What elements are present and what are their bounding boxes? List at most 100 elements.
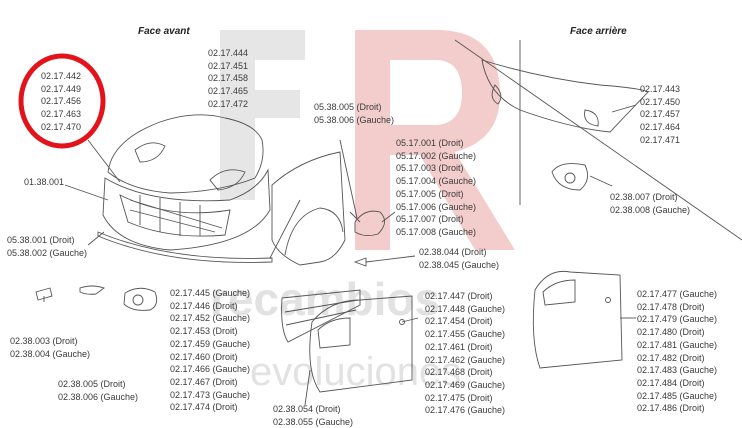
rear-bumper xyxy=(481,59,649,133)
front-door-trim xyxy=(281,289,361,343)
part-number: 02.17.480 (Droit) xyxy=(637,327,705,338)
part-number: 02.17.469 (Gauche) xyxy=(425,379,506,390)
part-number: 05.17.002 (Gauche) xyxy=(396,150,477,161)
part-number: 02.17.475 (Droit) xyxy=(425,392,493,403)
part-number: 02.17.485 (Gauche) xyxy=(637,390,718,401)
part-number: 02.17.470 xyxy=(41,121,82,132)
label-group-fender: 02.17.445 (Gauche) 02.17.446 (Droit) 02.17… xyxy=(170,287,250,414)
watermark-text-2: evoluciones xyxy=(250,350,462,394)
part-number: 02.17.458 xyxy=(208,73,249,84)
label-group-rear-door: 02.17.477 (Gauche) 02.17.478 (Droit) 02.17… xyxy=(637,288,717,415)
label-group-mirror: 05.17.001 (Droit) 05.17.002 (Gauche) 05.17… xyxy=(396,137,476,239)
part-number: 02.17.463 xyxy=(41,109,82,120)
front-bumper xyxy=(102,168,271,251)
part-number: 05.38.002 (Gauche) xyxy=(7,247,88,258)
part-number: 02.38.008 (Gauche) xyxy=(610,204,691,215)
front-door xyxy=(309,295,413,393)
part-number: 05.38.006 (Gauche) xyxy=(314,114,395,125)
part-number: 05.17.004 (Gauche) xyxy=(396,176,477,187)
label-group-door-trim: 02.38.054 (Droit) 02.38.055 (Gauche) xyxy=(273,403,353,428)
part-number: 01.38.001 xyxy=(24,177,65,187)
part-number: 02.17.448 (Gauche) xyxy=(425,303,506,314)
fog-lamp-1 xyxy=(35,287,53,301)
part-number: 05.38.001 (Droit) xyxy=(7,235,75,245)
fender-part xyxy=(271,151,346,266)
mirror-part xyxy=(354,210,385,237)
part-number: 02.38.003 (Droit) xyxy=(10,336,78,346)
part-number: 02.17.476 (Gauche) xyxy=(425,405,506,416)
part-number: 02.17.472 xyxy=(208,98,249,109)
part-number: 02.38.055 (Gauche) xyxy=(273,416,354,427)
part-number: 05.17.005 (Droit) xyxy=(396,188,464,199)
part-number: 02.17.450 xyxy=(640,96,681,107)
fog-lamp-2 xyxy=(79,285,105,295)
part-number: 02.17.451 xyxy=(208,60,249,71)
part-number: 02.17.442 xyxy=(41,71,82,81)
part-number: 02.17.467 (Droit) xyxy=(170,376,238,387)
part-number: 02.17.453 (Droit) xyxy=(170,326,238,337)
part-number: 02.38.045 (Gauche) xyxy=(419,259,500,270)
label-group-rear-lamp: 02.38.007 (Droit) 02.38.008 (Gauche) xyxy=(610,191,690,216)
part-number: 05.17.008 (Gauche) xyxy=(396,226,477,237)
part-number: 02.17.459 (Gauche) xyxy=(170,338,251,349)
part-number: 02.17.454 (Droit) xyxy=(425,316,493,327)
part-number: 02.17.466 (Gauche) xyxy=(170,364,251,375)
part-number: 05.38.005 (Droit) xyxy=(314,102,382,112)
part-number: 02.17.479 (Gauche) xyxy=(637,314,718,325)
part-number: 02.17.482 (Droit) xyxy=(637,352,705,363)
part-number: 02.38.005 (Droit) xyxy=(58,379,126,389)
label-group-front-door: 02.17.447 (Droit) 02.17.448 (Gauche) 02.17… xyxy=(425,290,505,417)
bumper-strip xyxy=(97,231,273,263)
part-number: 02.38.007 (Droit) xyxy=(610,192,678,202)
part-number: 02.17.477 (Gauche) xyxy=(637,289,718,299)
part-number: 02.17.452 (Gauche) xyxy=(170,313,251,324)
part-number: 02.17.462 (Gauche) xyxy=(425,354,506,365)
part-number: 02.17.481 (Gauche) xyxy=(637,339,718,350)
header-front: Face avant xyxy=(138,26,190,37)
label-group-side-marker: 02.38.044 (Droit) 02.38.045 (Gauche) xyxy=(419,246,499,271)
divider-line xyxy=(454,39,742,241)
header-rear: Face arrière xyxy=(570,26,627,37)
label-group-bumper-strip: 05.38.001 (Droit) 05.38.002 (Gauche) xyxy=(7,234,87,259)
part-number: 02.17.465 xyxy=(208,86,249,97)
fog-surround xyxy=(123,287,158,311)
part-number: 05.17.006 (Gauche) xyxy=(396,201,477,212)
part-number: 02.38.054 (Droit) xyxy=(273,404,341,414)
part-number: 02.17.468 (Droit) xyxy=(425,367,493,378)
part-number: 02.38.044 (Droit) xyxy=(419,247,487,257)
rear-lamp xyxy=(551,163,589,191)
part-number: 02.38.004 (Gauche) xyxy=(10,348,91,359)
part-number: 05.17.003 (Droit) xyxy=(396,163,464,174)
label-group-grille: 01.38.001 xyxy=(24,176,64,189)
part-number: 02.38.006 (Gauche) xyxy=(58,391,139,402)
part-number: 02.17.471 xyxy=(640,134,681,145)
part-number: 02.17.464 xyxy=(640,122,681,133)
part-number: 05.17.007 (Droit) xyxy=(396,214,464,225)
part-number: 02.17.486 (Droit) xyxy=(637,403,705,414)
part-number: 02.17.456 xyxy=(41,96,82,107)
part-number: 02.17.455 (Gauche) xyxy=(425,329,506,340)
part-number: 02.17.444 xyxy=(208,48,249,58)
part-number: 02.17.461 (Droit) xyxy=(425,341,493,352)
part-number: 02.17.447 (Droit) xyxy=(425,291,493,301)
part-number: 05.17.001 (Droit) xyxy=(396,138,464,148)
part-number: 02.17.443 xyxy=(640,84,681,94)
part-number: 02.17.460 (Droit) xyxy=(170,351,238,362)
part-number: 02.17.449 xyxy=(41,83,82,94)
label-group-fog-surround: 02.38.005 (Droit) 02.38.006 (Gauche) xyxy=(58,378,138,403)
label-group-mirror-arm: 05.38.005 (Droit) 05.38.006 (Gauche) xyxy=(314,101,394,126)
part-number: 02.17.474 (Droit) xyxy=(170,402,238,413)
part-number: 02.17.446 (Droit) xyxy=(170,300,238,311)
part-number: 02.17.484 (Droit) xyxy=(637,377,705,388)
part-number: 02.17.445 (Gauche) xyxy=(170,288,251,298)
part-number: 02.17.457 xyxy=(640,109,681,120)
rear-door xyxy=(532,270,623,369)
part-number: 02.17.478 (Droit) xyxy=(637,301,705,312)
